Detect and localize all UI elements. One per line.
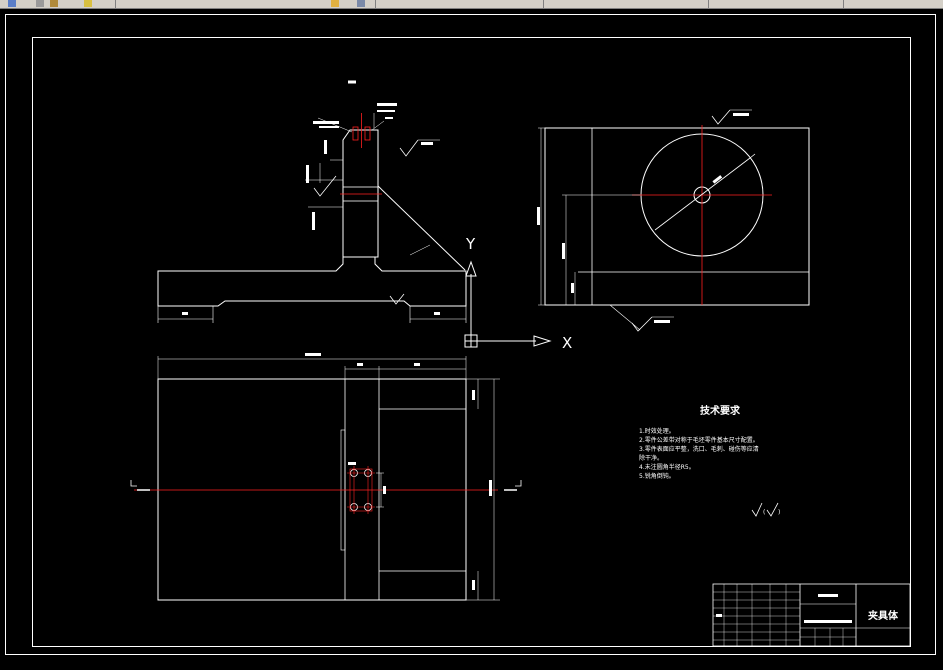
- x-axis-label: X: [562, 334, 572, 352]
- front-section-view: [157, 80, 467, 323]
- side-view: [537, 109, 810, 332]
- note-2: 2.零件公差带对称于毛坯零件基本尺寸配置。: [639, 436, 759, 444]
- drawing-name: 夹具体: [868, 609, 899, 622]
- linetype-dropdown[interactable]: [708, 0, 844, 8]
- layer-icon[interactable]: [331, 0, 339, 7]
- notes-title: 技术要求: [700, 404, 741, 417]
- note-4: 4.未注圆角半径R5。: [639, 463, 695, 471]
- toolbar-segment-2[interactable]: [115, 0, 376, 8]
- app-icon: [8, 0, 16, 7]
- note-1: 1.时效处理。: [639, 427, 675, 435]
- layer-dropdown[interactable]: [375, 0, 544, 8]
- title-block: 夹具体: [712, 583, 911, 647]
- plot-style-dropdown[interactable]: [843, 0, 943, 8]
- ucs-icon: Y X: [464, 235, 572, 352]
- save-icon[interactable]: [50, 0, 58, 7]
- svg-text:(: (: [763, 509, 765, 516]
- plan-view: [130, 353, 522, 601]
- note-3-cont: 除干净。: [639, 454, 663, 462]
- properties-icon[interactable]: [357, 0, 365, 7]
- y-axis-label: Y: [465, 235, 476, 253]
- sheet-outer-border: [5, 14, 936, 655]
- sheet-inner-frame: [32, 37, 911, 647]
- svg-text:): ): [778, 509, 780, 516]
- print-icon[interactable]: [84, 0, 92, 7]
- cad-drawing-canvas[interactable]: Y X: [0, 8, 943, 670]
- folder-icon[interactable]: [36, 0, 44, 7]
- note-3: 3.零件表面应平整，洗口、毛刺、碰伤等应清: [639, 445, 759, 453]
- technical-notes: 技术要求 1.时效处理。 2.零件公差带对称于毛坯零件基本尺寸配置。 3.零件表…: [639, 404, 780, 517]
- window-toolbar: [0, 0, 943, 9]
- note-5: 5.锐角倒钝。: [639, 472, 675, 480]
- toolbar-segment-1[interactable]: [0, 0, 116, 8]
- color-dropdown[interactable]: [543, 0, 709, 8]
